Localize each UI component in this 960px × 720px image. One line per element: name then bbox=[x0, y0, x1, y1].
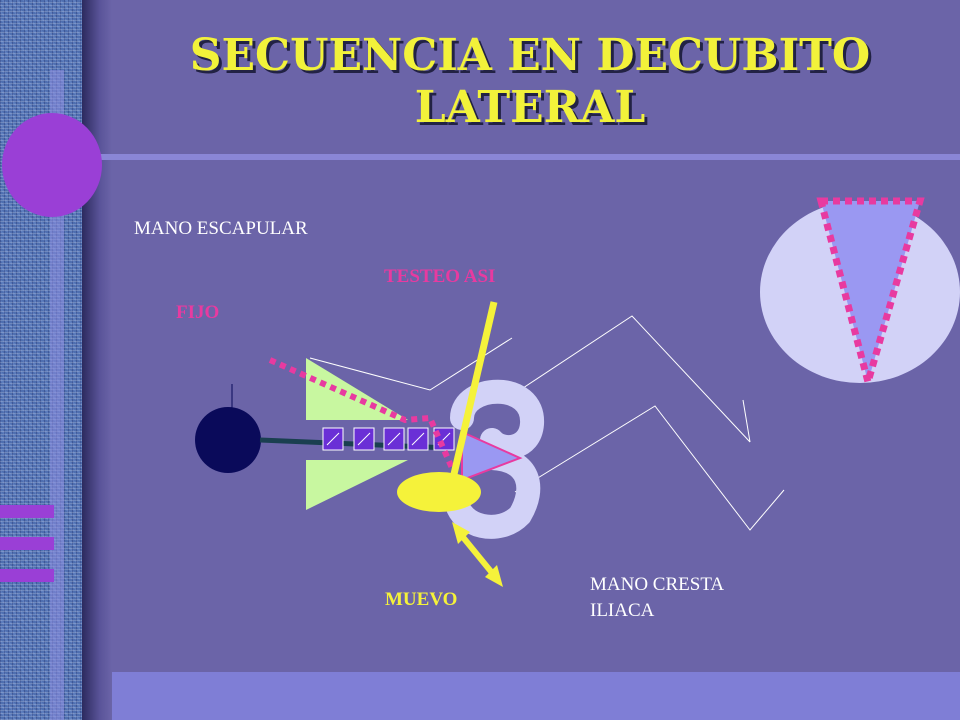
leg-line-upper bbox=[519, 315, 751, 443]
leg-line-lower bbox=[514, 405, 785, 531]
label-mano-cresta-line-2: ILIACA bbox=[590, 600, 655, 621]
label-mano-cresta: MANO CRESTA ILIACA bbox=[590, 572, 724, 624]
sidebar-strip bbox=[50, 70, 64, 720]
slide-title: SECUENCIA EN DECUBITO LATERAL bbox=[130, 30, 930, 134]
sidebar-bar-2 bbox=[0, 537, 54, 550]
title-underline bbox=[82, 154, 960, 160]
label-muevo: MUEVO bbox=[385, 589, 458, 610]
title-line-1: SECUENCIA EN DECUBITO bbox=[189, 30, 871, 81]
yellow-pole bbox=[444, 301, 498, 501]
label-mano-cresta-line-1: MANO CRESTA bbox=[590, 574, 725, 595]
label-fijo: FIJO bbox=[176, 302, 220, 323]
inverted-triangle bbox=[816, 197, 925, 396]
magenta-dotted-guide bbox=[268, 357, 458, 477]
label-mano-escapular: MANO ESCAPULAR bbox=[134, 218, 308, 239]
head-circle bbox=[195, 407, 261, 473]
sacral-curve-lower bbox=[444, 446, 541, 539]
label-testeo-asi: TESTEO ASI bbox=[384, 266, 496, 287]
upper-green-triangle bbox=[306, 358, 408, 420]
sidebar-bar-3 bbox=[0, 569, 54, 582]
vertebra-blocks bbox=[322, 427, 455, 451]
yellow-hand-ellipse bbox=[397, 472, 481, 512]
sacrum-triangle bbox=[461, 430, 523, 482]
lower-green-triangle bbox=[306, 460, 408, 510]
sidebar-shadow bbox=[82, 0, 112, 720]
sidebar-bar-1 bbox=[0, 505, 54, 518]
footer-band bbox=[112, 672, 960, 720]
sidebar-circle bbox=[2, 113, 102, 217]
arrow-head-down bbox=[485, 565, 503, 587]
double-arrow-shaft bbox=[459, 534, 496, 576]
foot-line-upper bbox=[742, 399, 751, 443]
title-line-2: LATERAL bbox=[414, 82, 646, 133]
arrow-head-up bbox=[452, 522, 470, 544]
